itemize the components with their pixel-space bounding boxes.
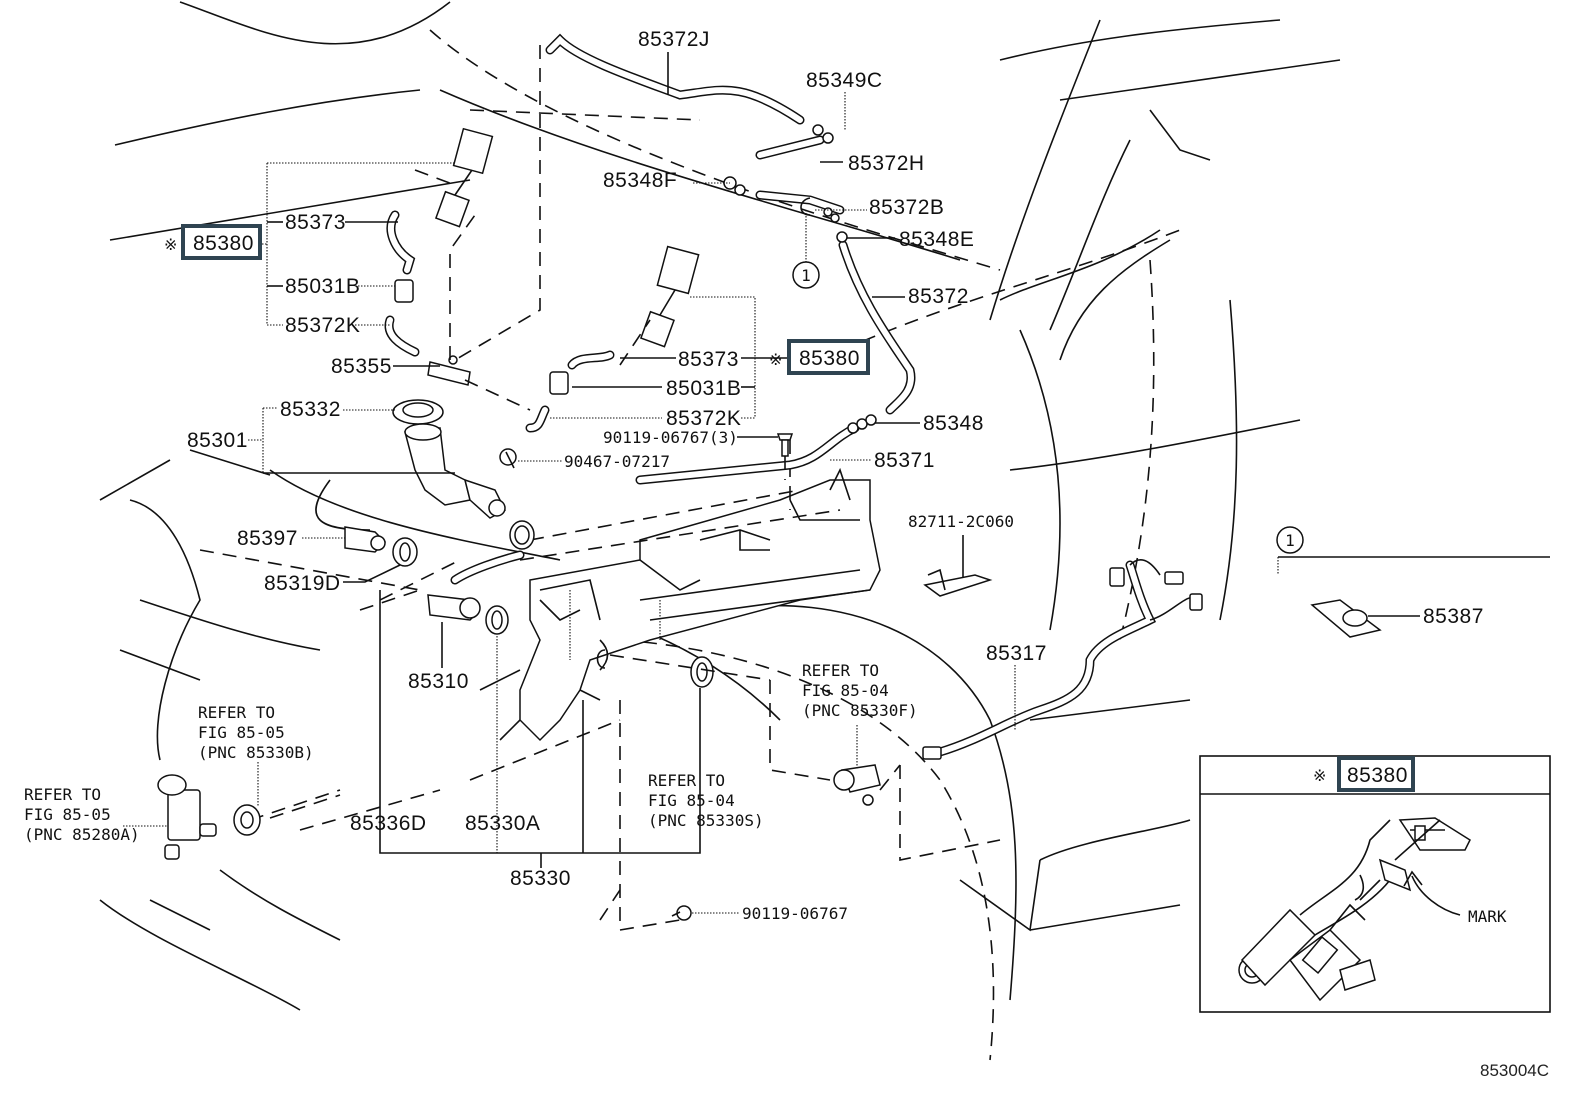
reference-note-line: FIG 85-04 bbox=[802, 681, 889, 700]
part-label-85373-left[interactable]: 85373 bbox=[285, 211, 346, 234]
inset-assembly-label-85380[interactable]: ※ 85380 bbox=[1313, 756, 1415, 792]
assembly-label-85380-left-text: 85380 bbox=[193, 232, 254, 255]
reference-note-line: FIG 85-04 bbox=[648, 791, 735, 810]
part-label-85349C[interactable]: 85349C bbox=[806, 69, 883, 92]
part-label-85332[interactable]: 85332 bbox=[280, 398, 341, 421]
small-parts bbox=[157, 124, 1382, 921]
assembly-label-85380-mid[interactable]: ※ 85380 bbox=[769, 339, 870, 375]
reference-note-line: (PNC 85330B) bbox=[198, 743, 314, 762]
part-label-85319D[interactable]: 85319D bbox=[264, 572, 341, 595]
part-label-85371[interactable]: 85371 bbox=[874, 449, 935, 472]
part-label-85310[interactable]: 85310 bbox=[408, 670, 469, 693]
assembly-label-85380-left[interactable]: ※ 85380 bbox=[164, 224, 262, 260]
reference-note-line: REFER TO bbox=[198, 703, 275, 722]
leader-lines bbox=[123, 45, 1550, 914]
reference-mark-icon: ※ bbox=[164, 235, 177, 254]
assembly-label-85380-mid-text: 85380 bbox=[799, 347, 860, 370]
part-label-85336D[interactable]: 85336D bbox=[350, 812, 427, 835]
vehicle-body-outline bbox=[99, 1, 1341, 1061]
callout-circle-1-label: 1 bbox=[801, 266, 811, 285]
mark-arrow-icon bbox=[1411, 875, 1461, 916]
part-label-85317[interactable]: 85317 bbox=[986, 642, 1047, 665]
mark-arrowhead-icon bbox=[1403, 870, 1423, 887]
inset-nozzle-drawing bbox=[1238, 817, 1471, 1002]
inset-callout-circle-1: 1 bbox=[1276, 526, 1304, 554]
part-label-90119-06767[interactable]: 90119-06767 bbox=[742, 904, 848, 923]
reference-note-line: REFER TO bbox=[802, 661, 879, 680]
part-label-85355[interactable]: 85355 bbox=[331, 355, 392, 378]
part-label-85348E[interactable]: 85348E bbox=[899, 228, 974, 251]
part-label-85301[interactable]: 85301 bbox=[187, 429, 248, 452]
figure-id-label: 853004C bbox=[1480, 1061, 1549, 1080]
reference-mark-icon: ※ bbox=[1313, 766, 1326, 785]
inset-callout-circle-1-label: 1 bbox=[1285, 531, 1295, 550]
inset-assembly-label-85380-text: 85380 bbox=[1347, 764, 1408, 787]
reference-note-85280A[interactable]: REFER TO FIG 85-05 (PNC 85280A) bbox=[24, 785, 140, 844]
part-labels: 85372J 85349C 85372H 85348F 85372B 85348… bbox=[187, 28, 1484, 923]
part-label-85330A[interactable]: 85330A bbox=[465, 812, 540, 835]
part-label-85387[interactable]: 85387 bbox=[1423, 605, 1484, 628]
part-label-90467-07217[interactable]: 90467-07217 bbox=[564, 452, 670, 471]
part-label-90119-06767-3[interactable]: 90119-06767(3) bbox=[603, 428, 738, 447]
reference-note-line: (PNC 85330F) bbox=[802, 701, 918, 720]
inset-detail-85380: ※ 85380 MARK bbox=[1199, 755, 1551, 1013]
part-label-85372K-left[interactable]: 85372K bbox=[285, 314, 360, 337]
part-label-85031B-left[interactable]: 85031B bbox=[285, 275, 360, 298]
reference-note-85330S[interactable]: REFER TO FIG 85-04 (PNC 85330S) bbox=[648, 771, 764, 830]
part-label-82711-2C060[interactable]: 82711-2C060 bbox=[908, 512, 1014, 531]
reference-note-line: FIG 85-05 bbox=[198, 723, 285, 742]
part-label-85372J[interactable]: 85372J bbox=[638, 28, 710, 51]
part-label-85397[interactable]: 85397 bbox=[237, 527, 298, 550]
reference-note-line: (PNC 85330S) bbox=[648, 811, 764, 830]
reference-note-line: (PNC 85280A) bbox=[24, 825, 140, 844]
reference-note-85330B[interactable]: REFER TO FIG 85-05 (PNC 85330B) bbox=[198, 703, 314, 762]
reference-note-85330F[interactable]: REFER TO FIG 85-04 (PNC 85330F) bbox=[802, 661, 918, 720]
mark-label: MARK bbox=[1468, 907, 1507, 926]
part-label-85372[interactable]: 85372 bbox=[908, 285, 969, 308]
reference-note-line: REFER TO bbox=[648, 771, 725, 790]
part-label-85372K-mid[interactable]: 85372K bbox=[666, 407, 741, 430]
reference-note-line: FIG 85-05 bbox=[24, 805, 111, 824]
callout-circle-1[interactable]: 1 bbox=[792, 261, 820, 289]
part-label-85330[interactable]: 85330 bbox=[510, 867, 571, 890]
hoses bbox=[384, 33, 1196, 757]
part-label-85373-mid[interactable]: 85373 bbox=[678, 348, 739, 371]
part-label-85372B[interactable]: 85372B bbox=[869, 196, 944, 219]
reference-mark-icon: ※ bbox=[769, 350, 782, 369]
part-label-85372H[interactable]: 85372H bbox=[848, 152, 925, 175]
part-label-85031B-mid[interactable]: 85031B bbox=[666, 377, 741, 400]
washer-reservoir-tank bbox=[519, 440, 881, 742]
part-label-85348[interactable]: 85348 bbox=[923, 412, 984, 435]
part-label-85348F[interactable]: 85348F bbox=[603, 169, 677, 192]
reference-note-line: REFER TO bbox=[24, 785, 101, 804]
